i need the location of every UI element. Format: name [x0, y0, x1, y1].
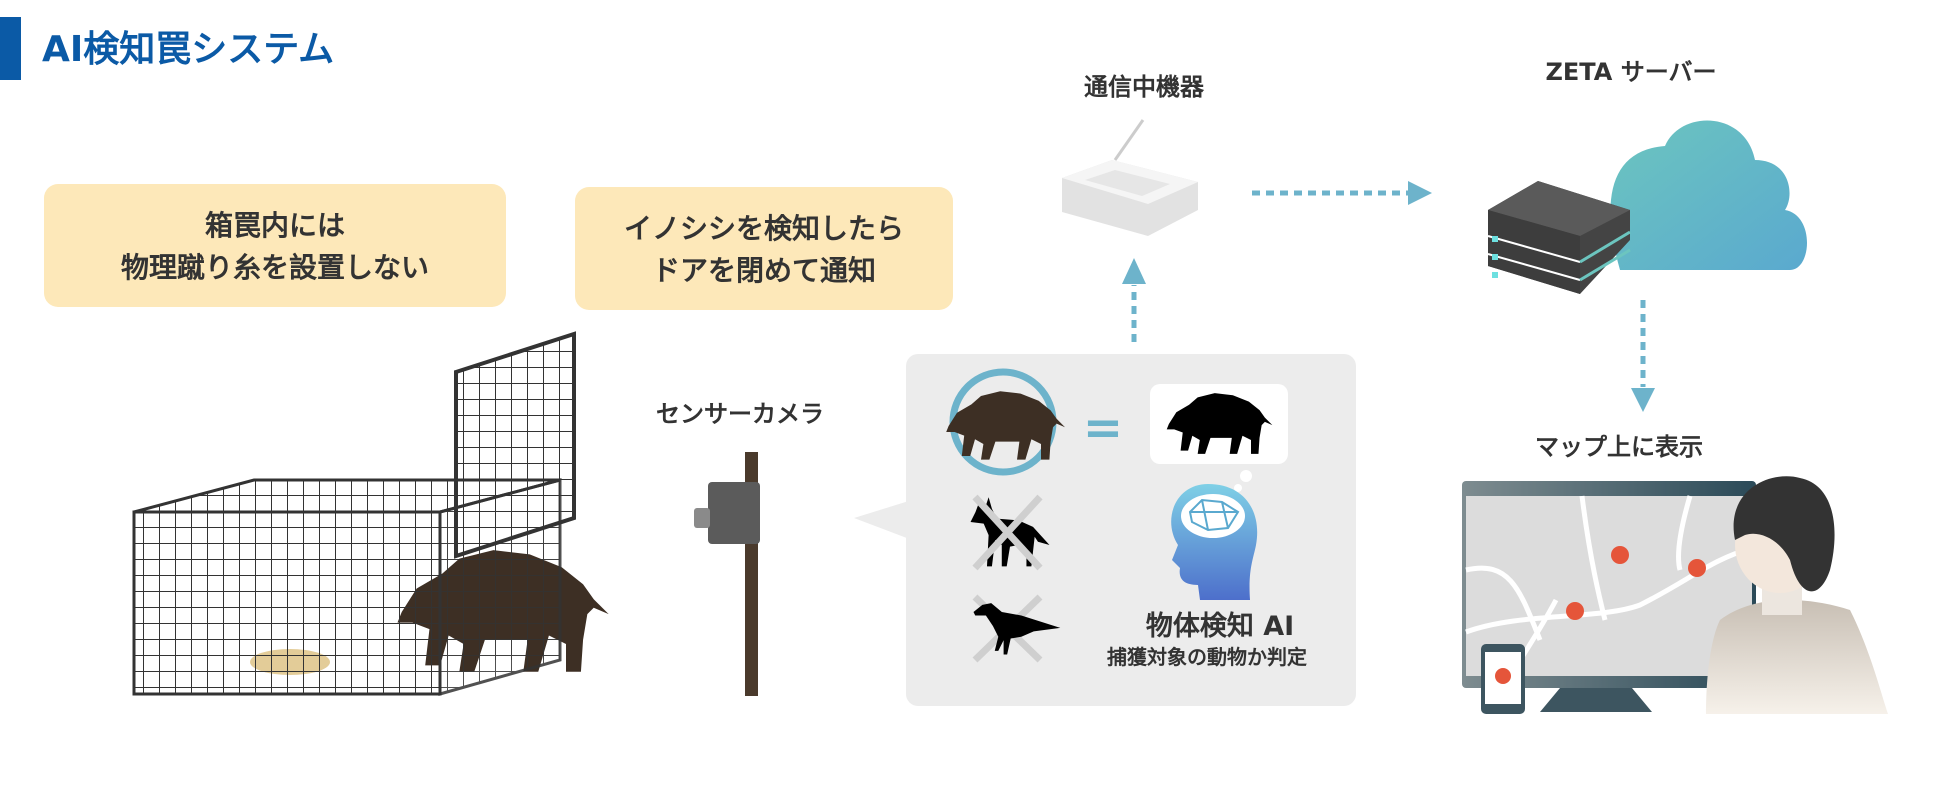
sensor-camera-icon: [694, 452, 760, 696]
box-trap-cage-illustration: [132, 331, 609, 696]
alert-markers: [1566, 546, 1706, 620]
raised-door: [454, 331, 576, 559]
equals-sign: =: [1083, 400, 1123, 456]
zeta-server-label: ZETA サーバー: [1546, 58, 1717, 86]
arrow-server-to-map: [1631, 300, 1655, 412]
ai-brain-head-icon: [1171, 484, 1258, 600]
svg-text:イノシシを検知したら: イノシシを検知したら: [624, 212, 904, 245]
svg-text:箱罠内には: 箱罠内には: [205, 209, 345, 242]
server-rack-icon: [1487, 181, 1631, 294]
router-icon: [1062, 119, 1198, 236]
arrow-up-to-router: [1122, 258, 1146, 342]
arrow-router-to-server: [1252, 181, 1432, 205]
ai-panel-subtitle: 捕獲対象の動物か判定: [1107, 645, 1307, 669]
title-accent-bar: [0, 17, 21, 80]
cloud-icon: [1610, 120, 1808, 270]
sensor-camera-label: センサーカメラ: [656, 400, 824, 428]
smartphone-icon: [1481, 644, 1525, 714]
page-title: AI検知罠システム: [42, 29, 334, 70]
svg-text:ドアを閉めて通知: ドアを閉めて通知: [652, 254, 876, 287]
svg-text:物理蹴り糸を設置しない: 物理蹴り糸を設置しない: [121, 251, 429, 284]
ai-panel-title: 物体検知 AI: [1146, 611, 1294, 642]
note-box-close-door: イノシシを検知したら ドアを閉めて通知: [575, 187, 953, 310]
reject-cross-icon: [972, 494, 1043, 571]
relay-device-label: 通信中機器: [1084, 73, 1205, 101]
note-box-no-tripwire: 箱罠内には 物理蹴り糸を設置しない: [44, 184, 506, 307]
map-display-label: マップ上に表示: [1535, 433, 1703, 461]
ai-detection-panel: = 物体検知 AI 捕獲対象の動物か判定: [854, 354, 1356, 706]
person-icon: [1706, 476, 1888, 714]
